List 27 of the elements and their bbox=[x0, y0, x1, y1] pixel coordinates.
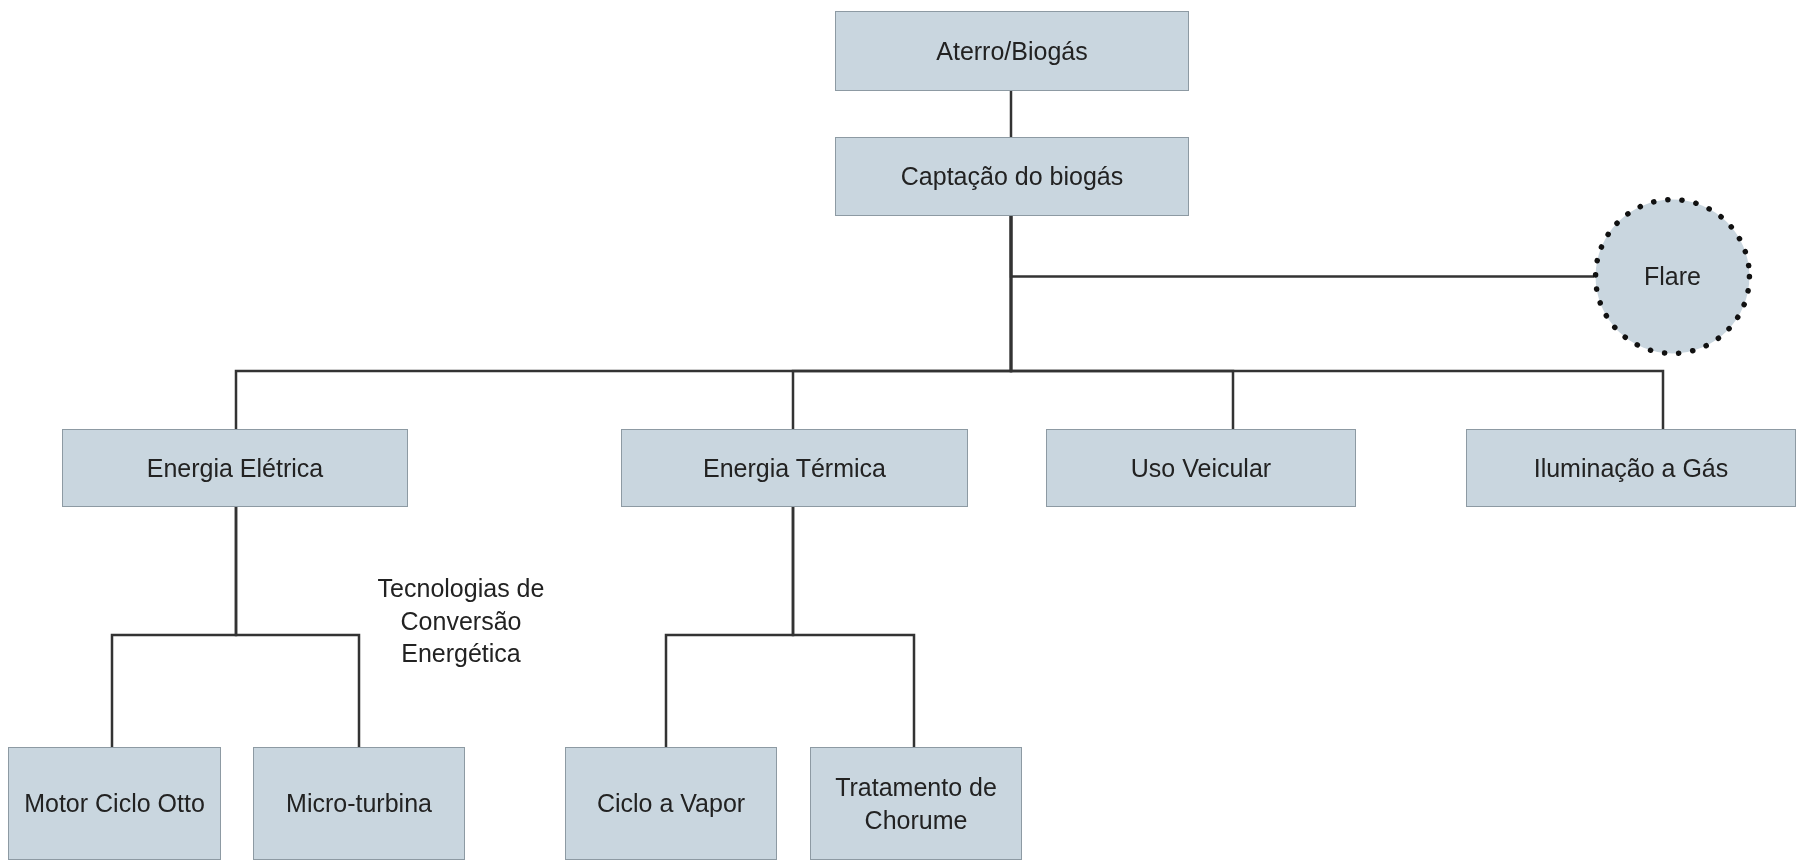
process-box bbox=[810, 747, 1022, 860]
process-box bbox=[1466, 429, 1796, 507]
connector-line bbox=[1009, 91, 1013, 137]
box-label: Energia Elétrica bbox=[146, 452, 324, 484]
box-label: Flare bbox=[1644, 261, 1701, 293]
process-box bbox=[565, 747, 777, 860]
process-box bbox=[621, 429, 968, 507]
box-label: Captação do biogás bbox=[900, 161, 1124, 193]
box-label: Aterro/Biogás bbox=[936, 35, 1088, 67]
process-box bbox=[835, 137, 1189, 216]
connector-line bbox=[791, 507, 916, 747]
annotation-text: Tecnologias de Conversão Energética bbox=[376, 573, 546, 669]
process-box bbox=[1046, 429, 1356, 507]
box-label: Iluminação a Gás bbox=[1533, 452, 1729, 484]
connector-line bbox=[234, 507, 361, 747]
process-box bbox=[835, 11, 1189, 91]
box-label: Motor Ciclo Otto bbox=[24, 788, 205, 820]
flare-circle bbox=[1594, 198, 1751, 355]
box-label: Tratamento de Chorume bbox=[834, 772, 998, 836]
box-label: Uso Veicular bbox=[1130, 452, 1272, 484]
process-box bbox=[62, 429, 408, 507]
box-label: Micro-turbina bbox=[286, 788, 432, 820]
process-box bbox=[8, 747, 221, 860]
connector-line bbox=[1009, 216, 1665, 429]
process-box bbox=[253, 747, 465, 860]
box-label: Energia Térmica bbox=[703, 452, 886, 484]
box-label: Ciclo a Vapor bbox=[596, 788, 746, 820]
